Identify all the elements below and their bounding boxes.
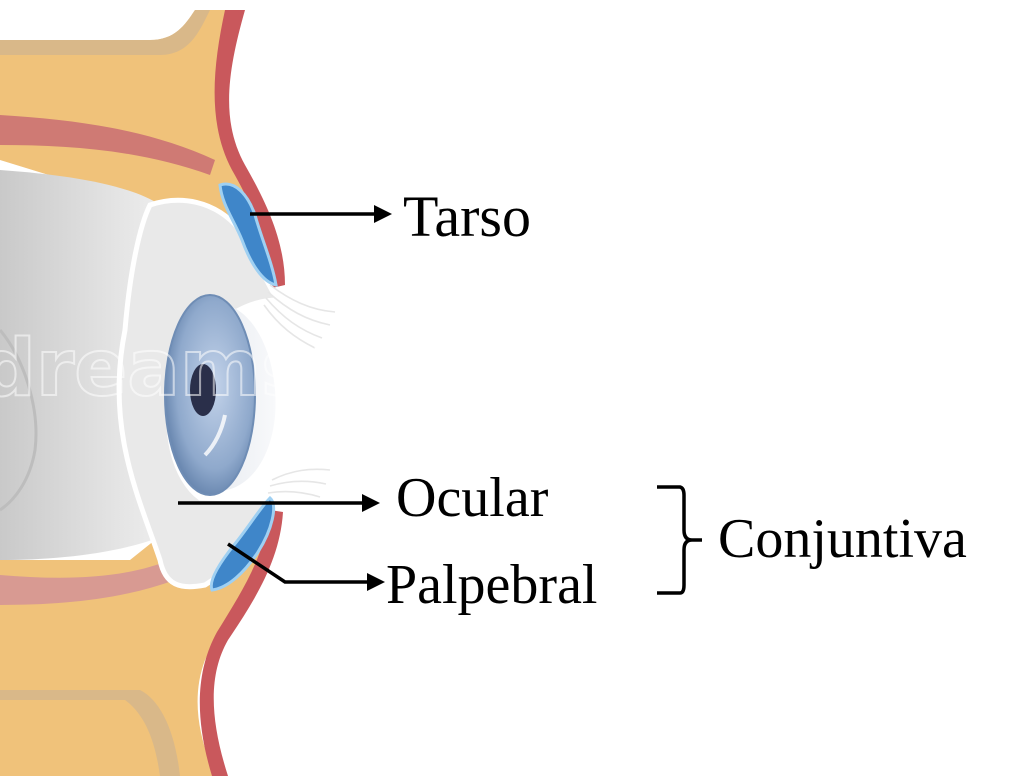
upper-skin-band	[0, 10, 210, 55]
upper-tarsal-plate	[218, 182, 278, 287]
lower-tarsal-plate	[209, 495, 275, 592]
palpebral-arrowhead	[367, 573, 385, 591]
pointer-lines	[178, 212, 702, 595]
label-tarso: Tarso	[403, 184, 531, 249]
label-palpebral: Palpebral	[386, 554, 597, 616]
lower-skin-band	[0, 690, 180, 776]
upper-eyelid-muscle	[214, 10, 285, 288]
arrowheads	[362, 205, 392, 591]
palpebral-pointer-line	[227, 542, 370, 584]
conjuntiva-brace	[657, 485, 702, 595]
eyelashes	[263, 284, 336, 498]
upper-rectus-muscle	[0, 115, 215, 175]
label-ocular: Ocular	[396, 467, 549, 529]
iris-highlight	[203, 414, 227, 457]
tarso-arrowhead	[374, 205, 392, 223]
eyeball-inner-curve	[0, 329, 38, 512]
watermark-text: dreamstime	[0, 324, 506, 414]
label-conjuntiva: Conjuntiva	[718, 508, 967, 570]
ocular-arrowhead	[362, 494, 380, 512]
lower-eyelid-muscle	[199, 510, 283, 776]
pupil	[190, 364, 216, 416]
lower-rectus-muscle	[0, 560, 175, 605]
